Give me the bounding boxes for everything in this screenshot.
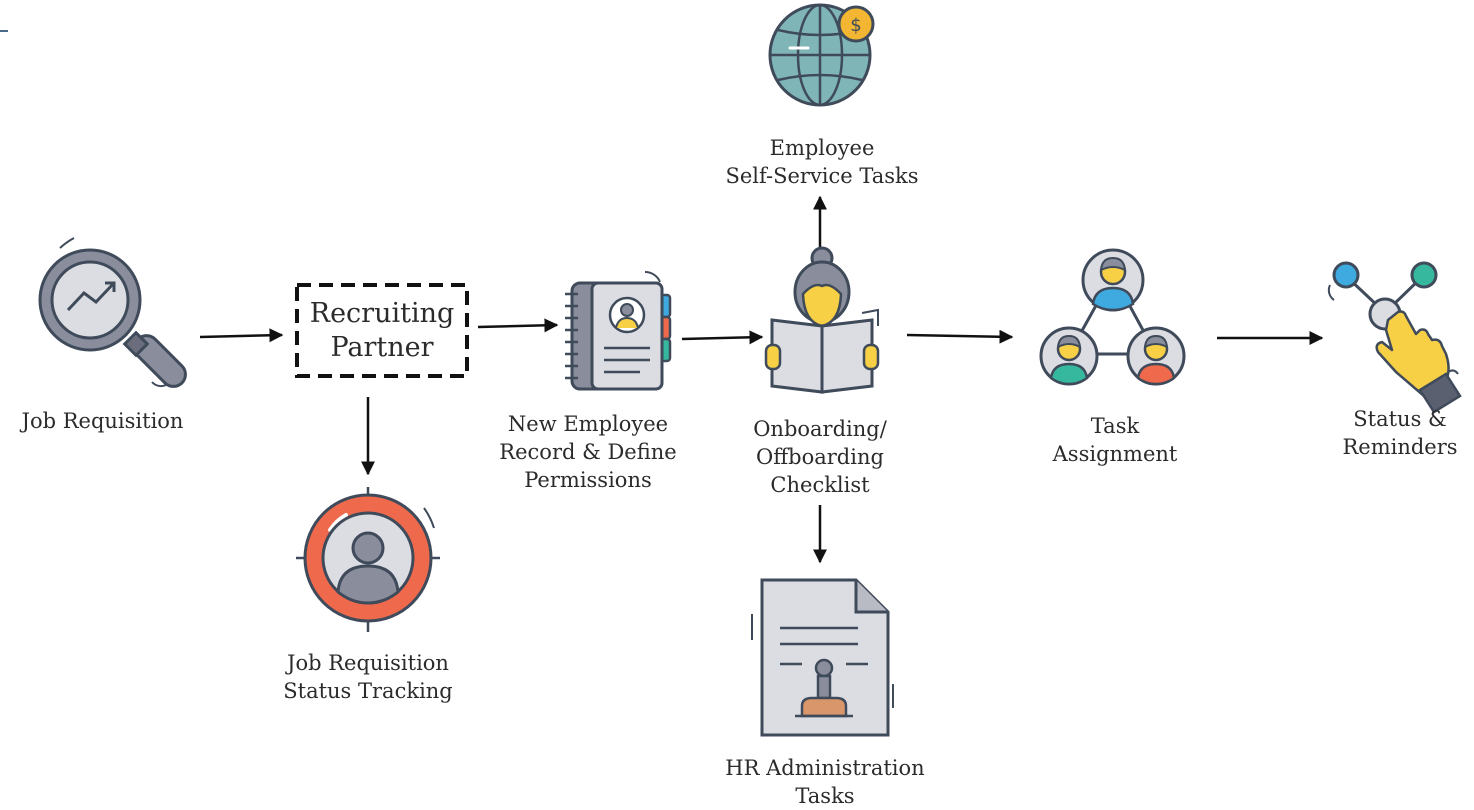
label-line: Status & (1353, 407, 1447, 431)
label-status-reminders: Status & Reminders (1330, 405, 1470, 461)
arrow-onboarding-to-task (906, 329, 1014, 344)
label-new-employee-record: New Employee Record & Define Permissions (485, 410, 691, 494)
label-line: Status Tracking (283, 679, 453, 703)
label-line: Partner (330, 332, 434, 363)
address-book-icon (565, 270, 672, 391)
label-line: New Employee (507, 412, 669, 436)
arrow-record-to-onboarding (681, 330, 764, 345)
label-line: Record & Define (499, 440, 677, 464)
label-line: Assignment (1052, 442, 1178, 466)
arrows (199, 195, 1324, 564)
hand-click-icon (1327, 261, 1462, 414)
stamped-document-icon (751, 578, 894, 737)
label-self-service: Employee Self-Service Tasks (700, 134, 944, 190)
label-line: Task (1090, 414, 1140, 438)
label-line: Tasks (795, 784, 855, 808)
person-reading-icon (764, 246, 880, 394)
corner-mark (0, 30, 8, 32)
label-line: Employee (769, 136, 875, 160)
label-line: Job Requisition (21, 409, 184, 433)
label-onboarding-checklist: Onboarding/ Offboarding Checklist (720, 415, 920, 499)
svg-text:$: $ (850, 15, 861, 36)
label-task-assignment: Task Assignment (1020, 412, 1210, 468)
magnifier-chart-icon (38, 237, 187, 388)
arrow-partner-to-record (477, 318, 559, 333)
label-line: Permissions (524, 468, 652, 492)
person-target-icon (296, 487, 440, 632)
label-recruiting-partner: Recruiting Partner (297, 297, 467, 365)
team-network-icon (1039, 248, 1186, 386)
label-hr-administration: HR Administration Tasks (700, 754, 950, 810)
label-line: HR Administration (725, 756, 925, 780)
label-line: Onboarding/ (753, 417, 887, 441)
arrow-req-to-partner (199, 328, 284, 343)
label-line: Self-Service Tasks (725, 164, 919, 188)
label-line: Recruiting (309, 298, 455, 329)
label-line: Job Requisition (287, 651, 449, 675)
label-line: Checklist (770, 473, 870, 497)
label-status-tracking: Job Requisition Status Tracking (258, 649, 478, 705)
label-job-requisition: Job Requisition (0, 407, 205, 435)
label-line: Offboarding (756, 445, 884, 469)
label-line: Reminders (1342, 435, 1458, 459)
globe-dollar-icon: $ (768, 3, 875, 107)
